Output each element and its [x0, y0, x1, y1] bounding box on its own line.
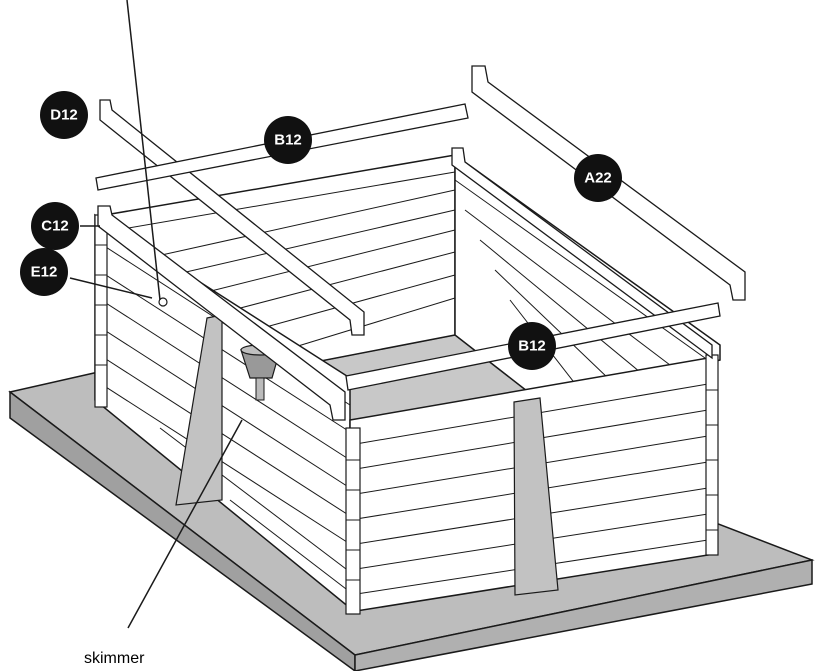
callout-b12-top-text: B12 — [274, 132, 302, 149]
callout-c12: C12 — [31, 202, 79, 250]
rail-back-right — [451, 147, 713, 360]
front-corner-post — [345, 427, 361, 615]
e12-hole-marker — [158, 297, 168, 307]
rail-c12 — [97, 205, 346, 421]
callout-b12-front-text: B12 — [518, 338, 546, 355]
callout-d12: D12 — [40, 91, 88, 139]
base-slab-front-right — [354, 559, 813, 671]
callout-d12-text: D12 — [50, 107, 78, 124]
rail-d12 — [99, 99, 365, 336]
callout-e12-text: E12 — [31, 264, 58, 281]
e12-leader-line — [69, 277, 153, 299]
callout-b12-front: B12 — [508, 322, 556, 370]
callout-b12-top: B12 — [264, 116, 312, 164]
callout-c12-text: C12 — [41, 218, 69, 235]
callout-a22-text: A22 — [584, 170, 612, 187]
callout-e12: E12 — [20, 248, 68, 296]
left-corner-post — [94, 214, 108, 408]
callout-a22: A22 — [574, 154, 622, 202]
leader-lines — [69, 0, 243, 629]
skimmer-leader-line — [127, 419, 243, 629]
base-slab-front-left — [9, 390, 356, 671]
top-leader-line — [126, 0, 161, 301]
right-buttress — [513, 397, 559, 596]
right-corner-post — [705, 354, 719, 556]
skimmer-caption: skimmer — [84, 650, 145, 667]
